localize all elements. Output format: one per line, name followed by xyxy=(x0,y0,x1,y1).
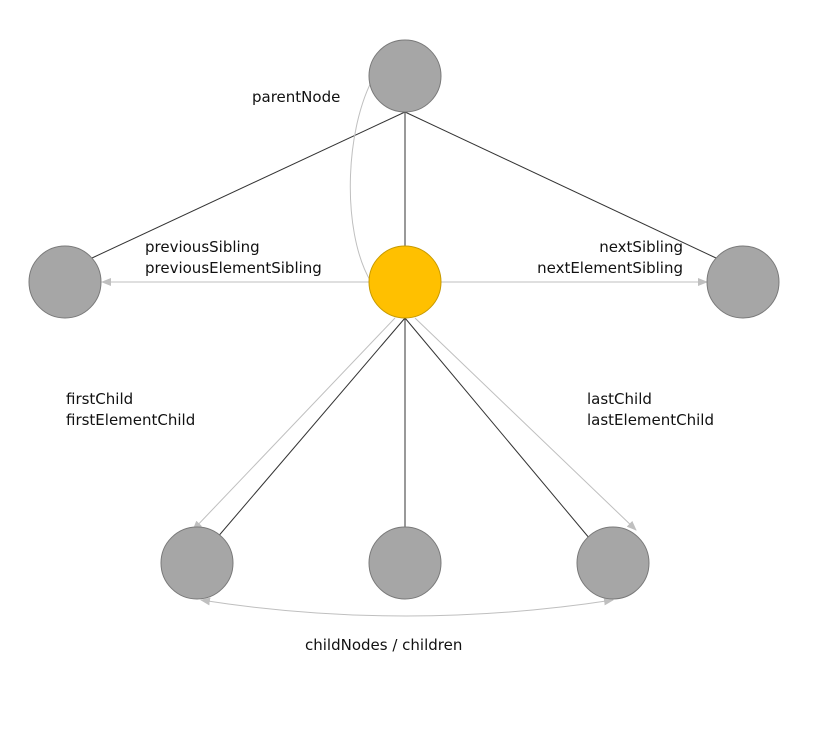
label-last-child: lastChild xyxy=(587,390,652,408)
edge-parent-prev xyxy=(91,111,406,259)
edge-current-first xyxy=(215,317,406,540)
label-next-element-sibling: nextElementSibling xyxy=(537,259,683,277)
previous-sibling-node xyxy=(28,245,102,319)
label-first-child: firstChild xyxy=(66,390,134,408)
label-first-element-child: firstElementChild xyxy=(66,411,196,429)
label-last-element-child: lastElementChild xyxy=(587,411,714,429)
nodes xyxy=(28,39,780,600)
arrow-parent-node xyxy=(349,69,379,283)
edge-parent-next xyxy=(404,111,717,259)
arrow-child-nodes xyxy=(200,597,614,617)
pointer-arrows xyxy=(101,69,708,617)
first-child-node xyxy=(160,526,234,600)
middle-child-node xyxy=(368,526,442,600)
tree-edges xyxy=(91,111,717,540)
label-parent-node: parentNode xyxy=(252,88,341,106)
label-previous-sibling: previousSibling xyxy=(145,238,260,256)
edge-current-last xyxy=(404,317,591,540)
next-sibling-node xyxy=(706,245,780,319)
parent-node xyxy=(368,39,442,113)
arrow-last-child xyxy=(414,317,637,531)
label-child-nodes: childNodes / children xyxy=(305,636,463,654)
label-next-sibling: nextSibling xyxy=(599,238,683,256)
arrow-first-child xyxy=(192,317,396,531)
label-previous-element-sibling: previousElementSibling xyxy=(145,259,322,277)
last-child-node xyxy=(576,526,650,600)
current-node xyxy=(368,245,442,319)
